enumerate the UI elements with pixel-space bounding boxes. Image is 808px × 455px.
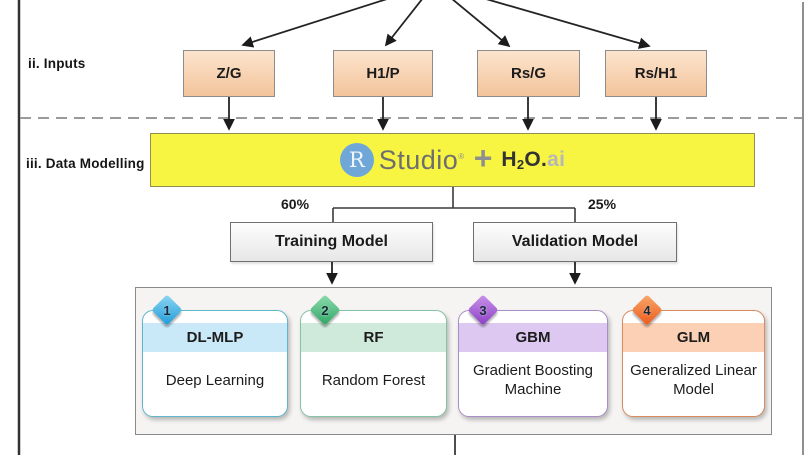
model-code-gbm: GBM xyxy=(459,323,607,352)
validation-percentage-label: 25% xyxy=(588,196,617,212)
input-box-rsh1: Rs/H1 xyxy=(605,50,707,97)
model-card-rf: 2 RF Random Forest xyxy=(300,294,447,417)
fan-arrows xyxy=(241,0,651,49)
model-name-random-forest: Random Forest xyxy=(321,371,426,389)
plus-icon: + xyxy=(473,140,493,176)
rstudio-wordmark: Studio® xyxy=(378,144,465,175)
validation-model-box: Validation Model xyxy=(473,222,677,262)
badge-2-diamond-icon: 2 xyxy=(309,294,341,326)
model-name-generalized-linear-model: Generalized Linear Model xyxy=(630,362,757,398)
data-modelling-section-label: iii. Data Modelling xyxy=(26,156,145,171)
model-container-arrows xyxy=(326,262,581,285)
training-model-box: Training Model xyxy=(230,222,433,262)
data-modelling-platform-bar: R Studio® + H2O.ai xyxy=(150,133,755,187)
rstudio-r-letter: R xyxy=(348,147,365,172)
input-to-platform-arrows xyxy=(223,97,662,131)
input-box-rsg: Rs/G xyxy=(477,50,580,97)
training-percentage-label: 60% xyxy=(281,196,310,212)
model-code-dl-mlp: DL-MLP xyxy=(143,323,287,352)
model-name-deep-learning: Deep Learning xyxy=(165,371,265,389)
badge-1-diamond-icon: 1 xyxy=(151,294,183,326)
model-card-glm: 4 GLM Generalized Linear Model xyxy=(622,294,765,417)
model-card-dl-mlp: 1 DL-MLP Deep Learning xyxy=(142,294,288,417)
split-connector xyxy=(332,187,576,222)
registered-mark: ® xyxy=(458,151,465,161)
badge-4-diamond-icon: 4 xyxy=(631,294,663,326)
model-code-rf: RF xyxy=(301,323,446,352)
badge-3-diamond-icon: 3 xyxy=(467,294,499,326)
inputs-section-label: ii. Inputs xyxy=(28,56,86,71)
model-code-glm: GLM xyxy=(623,323,764,352)
input-box-h1p: H1/P xyxy=(333,50,433,97)
input-box-zg: Z/G xyxy=(183,50,275,97)
rstudio-logo-icon: R xyxy=(339,143,374,177)
model-card-gbm: 3 GBM Gradient Boosting Machine xyxy=(458,294,608,417)
model-name-gradient-boosting-machine: Gradient Boosting Machine xyxy=(472,362,594,398)
h2o-wordmark: H2O.ai xyxy=(501,148,566,172)
